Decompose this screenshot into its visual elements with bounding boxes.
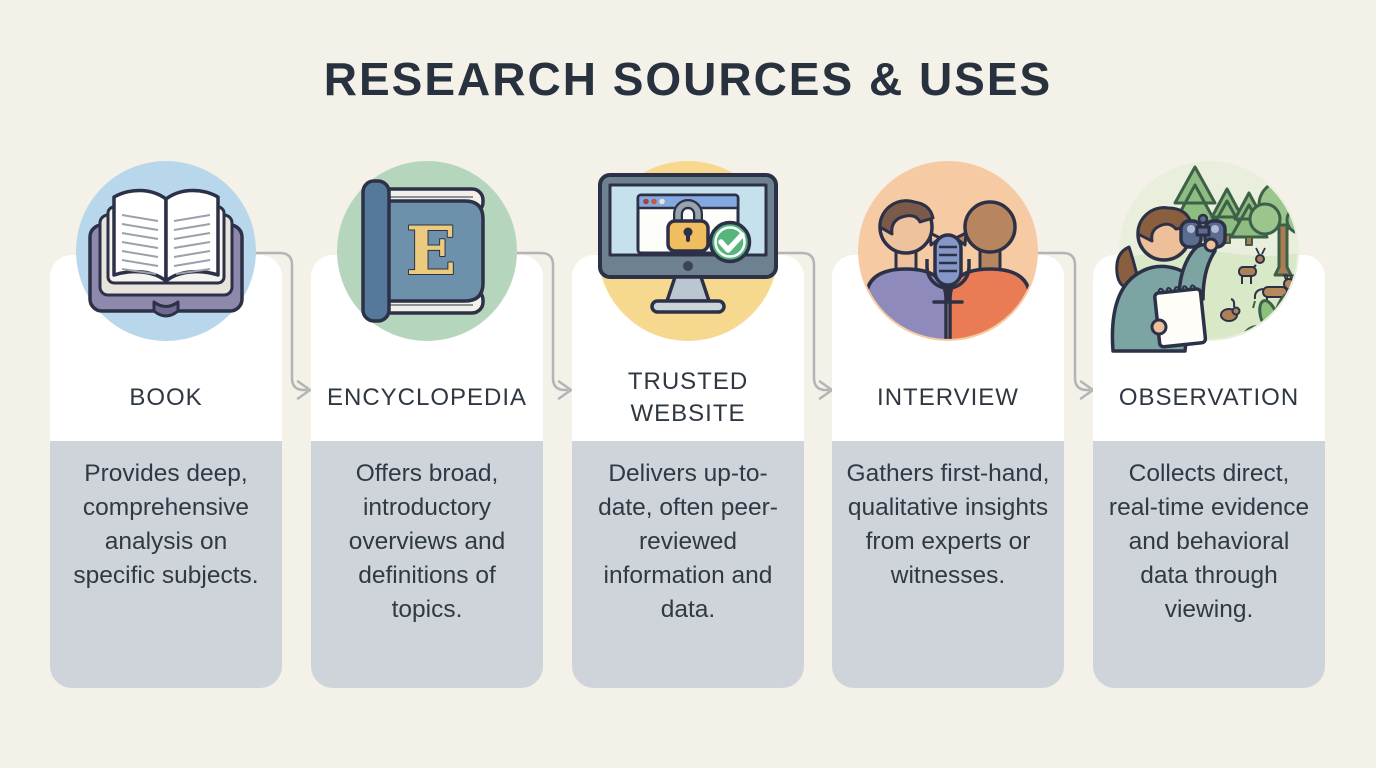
interview-icon bbox=[838, 141, 1058, 361]
page-title: RESEARCH SOURCES & USES bbox=[323, 53, 1053, 105]
card-trusted-website-description-panel: Delivers up-to-date, often peer-reviewed… bbox=[572, 441, 804, 688]
card-observation-description-panel: Collects direct, real-time evidence and … bbox=[1093, 441, 1325, 688]
secure-website-icon bbox=[578, 141, 798, 361]
card-label: ENCYCLOPEDIA bbox=[327, 384, 528, 411]
card-label: INTERVIEW bbox=[877, 384, 1019, 411]
card-observation: OBSERVATION Collects direct, real-time e… bbox=[1093, 161, 1325, 688]
card-trusted-website: TRUSTED WEBSITE Delivers up-to-date, oft… bbox=[572, 161, 804, 688]
card-encyclopedia: ENCYCLOPEDIA Offers broad, introductory … bbox=[311, 161, 543, 688]
card-book-description-panel: Provides deep, comprehensive analysis on… bbox=[50, 441, 282, 688]
card-label: BOOK bbox=[129, 384, 203, 411]
card-book: BOOK Provides deep, comprehensive analys… bbox=[50, 161, 282, 688]
card-label: OBSERVATION bbox=[1118, 384, 1300, 411]
card-description: Offers broad, introductory overviews and… bbox=[348, 460, 506, 623]
card-description: Provides deep, comprehensive analysis on… bbox=[73, 460, 259, 589]
encyclopedia-icon: E bbox=[317, 141, 537, 361]
card-interview: INTERVIEW Gathers first-hand, qualitativ… bbox=[832, 161, 1064, 688]
card-encyclopedia-description-panel: Offers broad, introductory overviews and… bbox=[311, 441, 543, 688]
card-interview-description-panel: Gathers first-hand, qualitative insights… bbox=[832, 441, 1064, 688]
card-description: Gathers first-hand, qualitative insights… bbox=[846, 460, 1050, 589]
card-label: TRUSTED WEBSITE bbox=[627, 368, 749, 427]
svg-text:E: E bbox=[406, 212, 456, 290]
card-description: Delivers up-to-date, often peer-reviewed… bbox=[598, 460, 778, 623]
card-description: Collects direct, real-time evidence and … bbox=[1108, 460, 1310, 623]
open-book-icon bbox=[56, 141, 276, 361]
observation-icon bbox=[1099, 141, 1319, 361]
